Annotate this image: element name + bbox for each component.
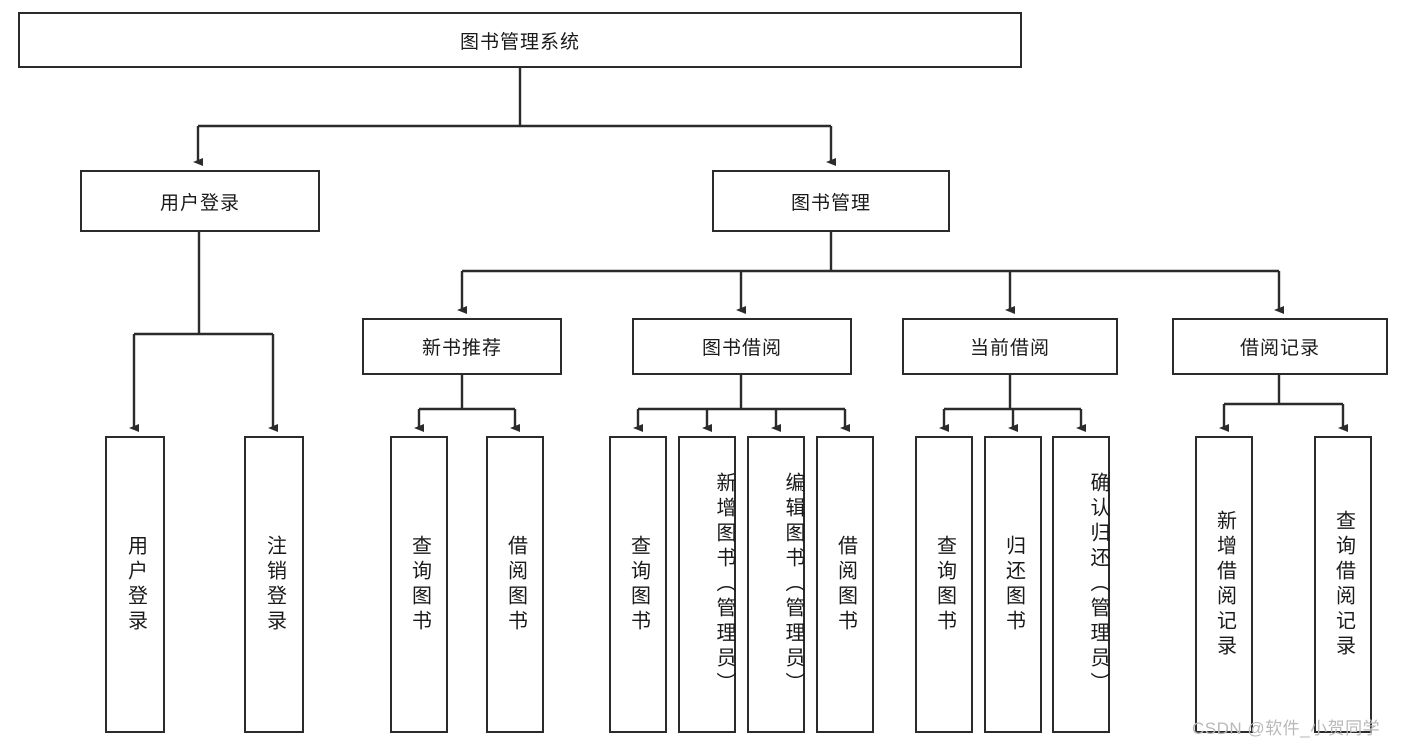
leaf-query-book-borrow[interactable]: 查询图书 (609, 436, 667, 733)
leaf-edit-book-admin[interactable]: 编辑图书（管理员） (747, 436, 805, 733)
node-label: 用户登录 (159, 192, 240, 214)
node-current-borrow[interactable]: 当前借阅 (902, 318, 1118, 375)
leaf-query-book-current[interactable]: 查询图书 (915, 436, 973, 733)
node-label: 图书借阅 (701, 338, 782, 359)
node-user-login[interactable]: 用户登录 (80, 170, 320, 232)
leaf-borrow-book-recommend[interactable]: 借阅图书 (486, 436, 544, 733)
node-label: 注销登录 (263, 534, 286, 635)
node-label: 查询借阅记录 (1332, 509, 1355, 660)
node-book-borrow[interactable]: 图书借阅 (632, 318, 852, 375)
leaf-borrow-book[interactable]: 借阅图书 (816, 436, 874, 733)
node-label: 确认归还（管理员） (1087, 472, 1109, 697)
leaf-user-logout[interactable]: 注销登录 (244, 436, 304, 733)
node-label: 当前借阅 (969, 338, 1050, 359)
leaf-confirm-return-admin[interactable]: 确认归还（管理员） (1052, 436, 1110, 733)
node-root-system[interactable]: 图书管理系统 (18, 12, 1022, 68)
node-label: 图书管理 (790, 192, 871, 214)
leaf-query-borrow-record[interactable]: 查询借阅记录 (1314, 436, 1372, 733)
node-label: 编辑图书（管理员） (782, 472, 804, 697)
node-label: 借阅图书 (504, 534, 527, 635)
node-label: 归还图书 (1002, 534, 1025, 635)
leaf-return-book[interactable]: 归还图书 (984, 436, 1042, 733)
node-label: 新增借阅记录 (1213, 509, 1236, 660)
node-new-book-recommend[interactable]: 新书推荐 (362, 318, 562, 375)
leaf-query-book-recommend[interactable]: 查询图书 (390, 436, 448, 733)
node-label: 查询图书 (933, 534, 956, 635)
node-label: 新增图书（管理员） (713, 472, 735, 697)
leaf-add-borrow-record[interactable]: 新增借阅记录 (1195, 436, 1253, 733)
node-borrow-record[interactable]: 借阅记录 (1172, 318, 1388, 375)
node-label: 图书管理系统 (459, 31, 580, 53)
node-label: 借阅记录 (1239, 338, 1320, 359)
leaf-add-book-admin[interactable]: 新增图书（管理员） (678, 436, 736, 733)
csdn-watermark: CSDN @软件_小贺同学 (1192, 719, 1381, 738)
node-label: 新书推荐 (421, 338, 502, 359)
leaf-user-login[interactable]: 用户登录 (105, 436, 165, 733)
node-label: 用户登录 (124, 534, 147, 635)
node-label: 查询图书 (408, 534, 431, 635)
node-label: 借阅图书 (834, 534, 857, 635)
node-label: 查询图书 (627, 534, 650, 635)
node-book-management[interactable]: 图书管理 (712, 170, 950, 232)
